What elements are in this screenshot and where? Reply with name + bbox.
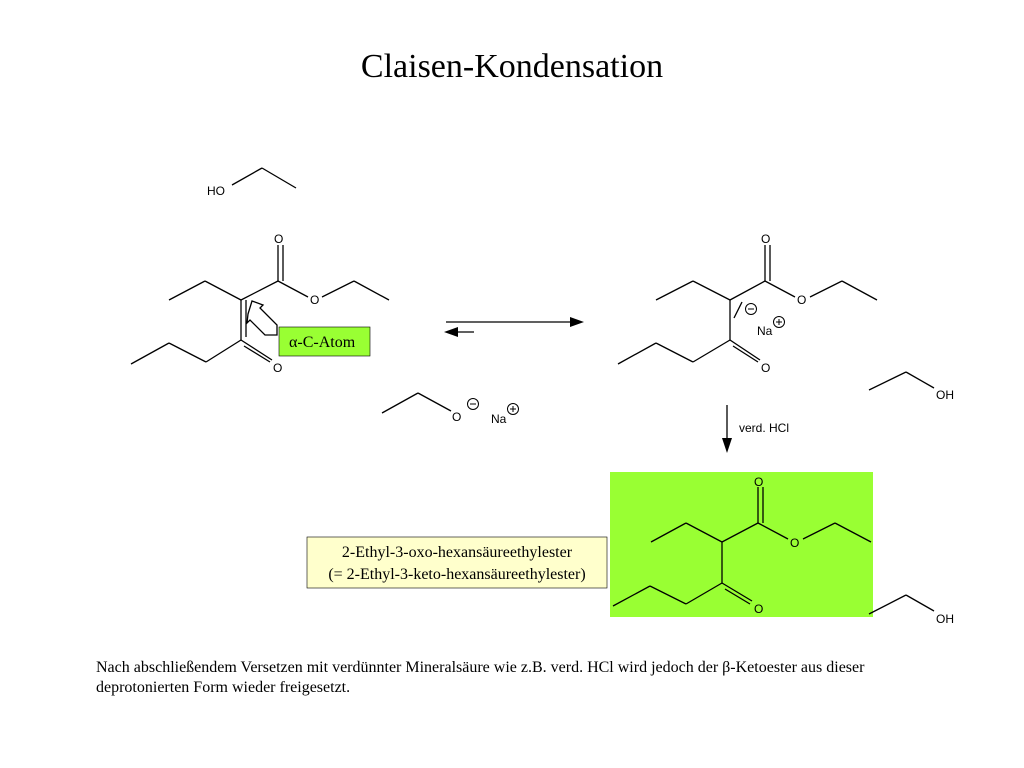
left-ester-carbonyl-o: O	[274, 232, 283, 246]
enolate-minus-circle	[745, 303, 757, 315]
alpha-pointer-arrow	[246, 300, 278, 336]
ethanol-bottom-molecule	[868, 594, 935, 615]
ethanol-top-molecule	[231, 167, 297, 189]
ethanol-bottom-oh-label: OH	[936, 612, 954, 626]
enolate-ester-ether-o: O	[797, 293, 806, 307]
ethoxide-o-label: O	[452, 410, 461, 424]
enolate-keto-o: O	[761, 361, 770, 375]
sodium-ethoxide-molecule	[381, 392, 452, 414]
ethoxide-charge-minus-circle	[467, 398, 479, 410]
explanation-note: Nach abschließendem Versetzen mit verdün…	[96, 659, 865, 696]
enolate-na-plus-circle	[773, 316, 785, 328]
ethanol-top-ho-label: HO	[207, 184, 225, 198]
product-molecule	[612, 487, 872, 607]
product-name-line2: (= 2-Ethyl-3-keto-hexansäureethylester)	[328, 566, 585, 583]
ethanol-right-oh-label: OH	[936, 388, 954, 402]
enolate-molecule	[617, 245, 878, 365]
left-ester-ether-o: O	[310, 293, 319, 307]
ethoxide-na-plus-circle	[507, 403, 519, 415]
workup-arrow	[722, 405, 732, 453]
alpha-label-box	[278, 326, 371, 357]
product-ester-carbonyl-o: O	[754, 475, 763, 489]
product-name-box	[306, 536, 608, 589]
enolate-ester-carbonyl-o: O	[761, 232, 770, 246]
left-ketoester-molecule	[130, 245, 390, 365]
product-highlight-box	[610, 472, 873, 617]
reagent-label: verd. HCl	[739, 421, 789, 435]
enolate-na-label: Na	[757, 324, 773, 338]
alpha-label-text: α-C-Atom	[289, 334, 356, 351]
product-name-line1: 2-Ethyl-3-oxo-hexansäureethylester	[342, 544, 573, 561]
ethanol-right-molecule	[868, 371, 935, 391]
left-keto-o: O	[273, 361, 282, 375]
product-ester-ether-o: O	[790, 536, 799, 550]
ethoxide-na-label: Na	[491, 412, 507, 426]
product-keto-o: O	[754, 602, 763, 616]
equilibrium-arrows	[444, 317, 584, 337]
page-title: Claisen-Kondensation	[360, 48, 664, 85]
